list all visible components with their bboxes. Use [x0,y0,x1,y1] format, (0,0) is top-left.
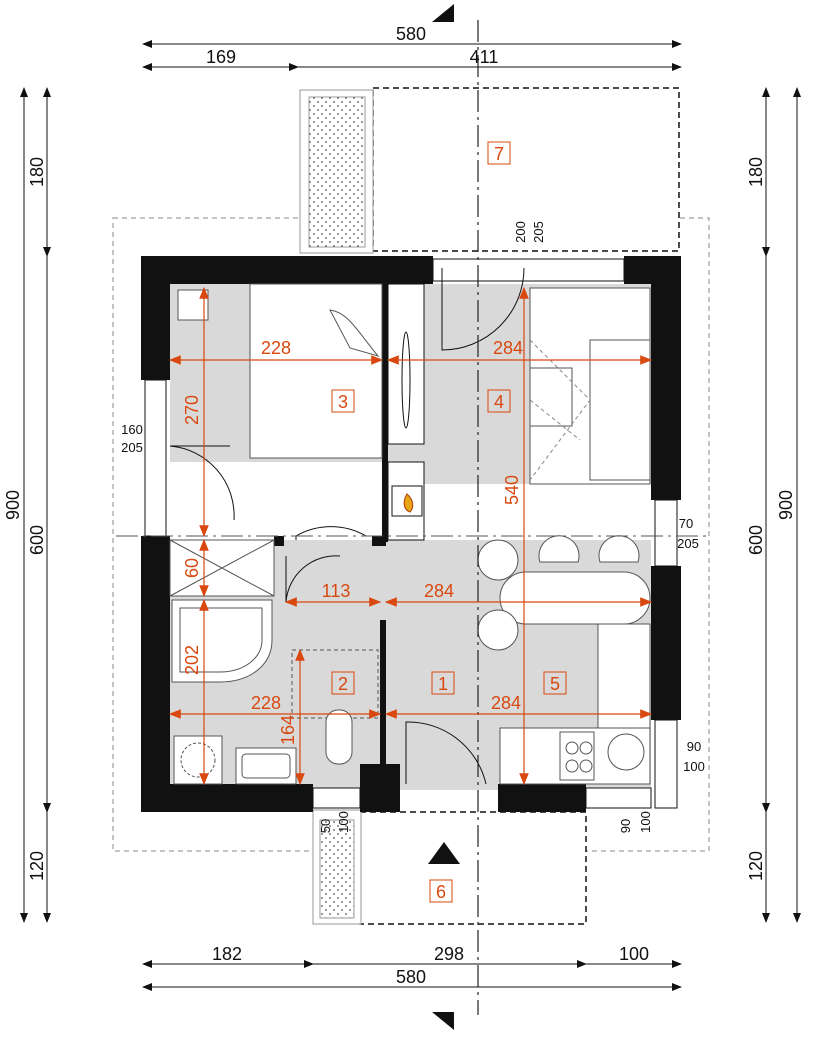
terrace-door-dim-a: 200 [513,221,528,243]
room-5-label: 5 [550,674,560,694]
coffee-table [529,367,573,427]
toilet [325,709,353,765]
bedroom-height: 270 [182,395,202,425]
right-mid-dim: 600 [746,525,766,555]
bottom-left-dim: 182 [212,944,242,964]
room-4-label: 4 [494,392,504,412]
room-6-label: 6 [436,882,446,902]
windows [144,258,678,809]
bath-width: 228 [251,693,281,713]
counter [499,571,651,625]
right-total-dim: 900 [776,490,796,520]
bathtub [171,599,273,683]
fridge [597,623,651,729]
bath-window-dim-b: 100 [336,811,351,833]
kitchen-window-dim-b: 100 [683,759,705,774]
left-window-dim-b: 205 [121,440,143,455]
bedroom-width: 228 [261,338,291,358]
right-bottom-dim: 120 [746,851,766,881]
walls [141,256,681,812]
room-7-label: 7 [494,144,504,164]
bath-height: 164 [278,715,298,745]
living-width: 284 [493,338,523,358]
bottom-right-dim: 100 [619,944,649,964]
kitchen-width: 284 [491,693,521,713]
wardrobe-dim: 60 [182,558,202,578]
right-window-dim-a: 70 [679,516,693,531]
left-window-dim-a: 160 [121,422,143,437]
kitchen-window-v-dim-a: 90 [618,819,633,833]
bath-window-dim-a: 50 [318,819,333,833]
living-height: 540 [502,475,522,505]
right-window-dim-b: 205 [677,536,699,551]
kitchen-window-v-dim-b: 100 [638,811,653,833]
hall-width-1: 113 [322,581,351,601]
terrace-door-dim-b: 205 [531,221,546,243]
kitchen-window-dim-a: 90 [687,739,701,754]
shower-dim: 202 [182,645,202,675]
bed [249,283,383,459]
top-total-dim: 580 [396,24,426,44]
bottom-total-dim: 580 [396,967,426,987]
hall-width-2: 284 [424,581,454,601]
bottom-mid-dim: 298 [434,944,464,964]
room-3-label: 3 [338,392,348,412]
left-mid-dim: 600 [27,525,47,555]
entrance-arrow [428,842,460,864]
top-right-dim: 411 [470,47,499,67]
left-bottom-dim: 120 [27,851,47,881]
terrace-6 [359,811,587,925]
left-top-dim: 180 [27,157,47,187]
top-left-dim: 169 [206,47,236,67]
room-2-label: 2 [338,674,348,694]
right-top-dim: 180 [746,157,766,187]
left-total-dim: 900 [3,490,23,520]
room-1-label: 1 [438,674,448,694]
chairs [477,535,640,651]
terrace-7 [372,87,680,252]
